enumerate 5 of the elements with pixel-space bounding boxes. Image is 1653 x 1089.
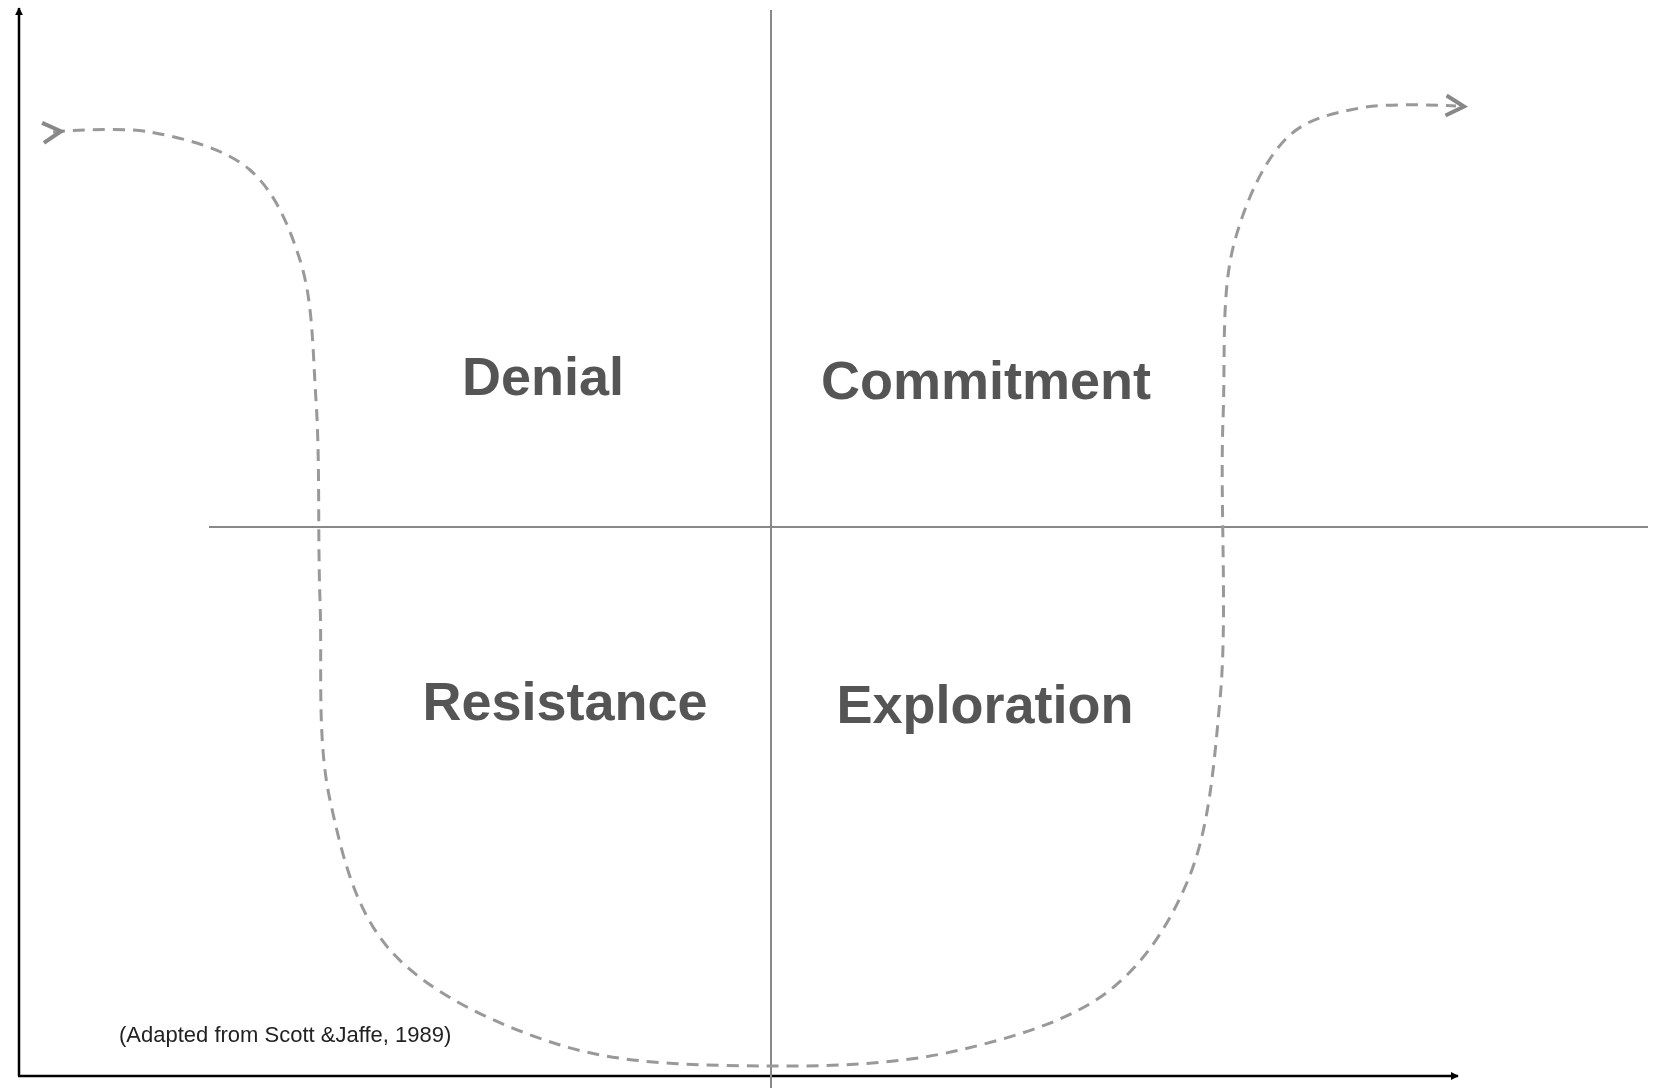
quadrant-label: Exploration [836,673,1134,735]
source-note: (Adapted from Scott &Jaffe, 1989) [119,1022,452,1048]
quadrant-label: Denial [461,345,625,407]
quadrant-label: Commitment [821,349,1151,411]
quadrant-label: Resistance [422,670,708,732]
